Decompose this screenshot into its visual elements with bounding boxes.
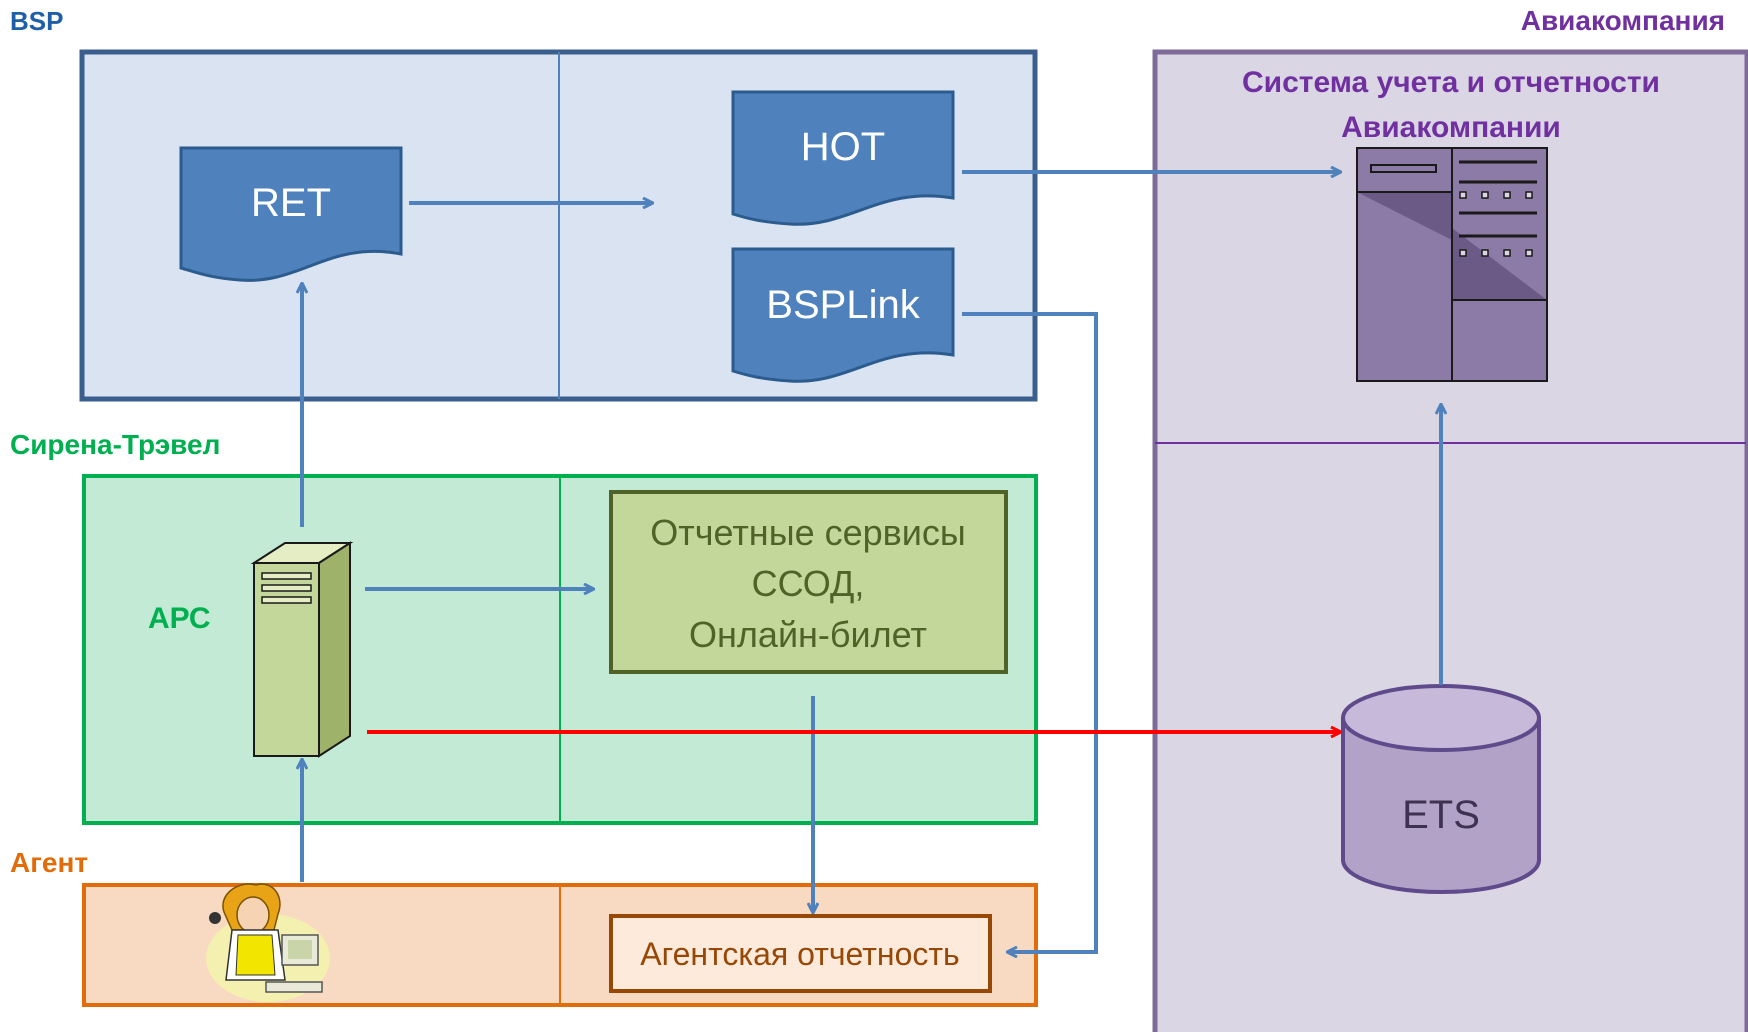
section-label-airline: Авиакомпания (1521, 5, 1725, 36)
server-rack-icon (1356, 147, 1548, 382)
server-tower-icon (250, 541, 354, 758)
hot-label: HOT (801, 125, 885, 169)
report-services-line-1: Отчетные сервисы (650, 512, 966, 553)
arrow-bsplink-to-agent-reporting (962, 312, 1098, 952)
section-label-sirena: Сирена-Трэвел (10, 429, 220, 460)
airline-system-title-line-2: Авиакомпании (1341, 111, 1561, 144)
hot-document: HOT (731, 90, 955, 226)
ret-document: RET (179, 146, 403, 282)
report-services-box: Отчетные сервисы ССОД, Онлайн-билет (609, 490, 1008, 674)
apc-label: АРС (148, 602, 211, 635)
section-label-agent: Агент (10, 847, 88, 878)
agent-reporting-box: Агентская отчетность (609, 914, 992, 993)
bsplink-label: BSPLink (766, 283, 920, 327)
airline-system-title-line-1: Система учета и отчетности (1242, 66, 1660, 99)
operator-agent-icon (206, 883, 330, 1002)
bsplink-document: BSPLink (731, 247, 955, 383)
database-cylinder-icon: ETS (1341, 684, 1541, 894)
section-label-bsp: BSP (10, 6, 63, 36)
report-services-line-3: Онлайн-билет (689, 614, 927, 655)
report-services-line-2: ССОД, (752, 563, 865, 604)
ret-label: RET (251, 181, 331, 225)
agent-reporting-label: Агентская отчетность (640, 936, 959, 972)
connectors (302, 172, 1441, 952)
ets-label: ETS (1402, 793, 1480, 837)
